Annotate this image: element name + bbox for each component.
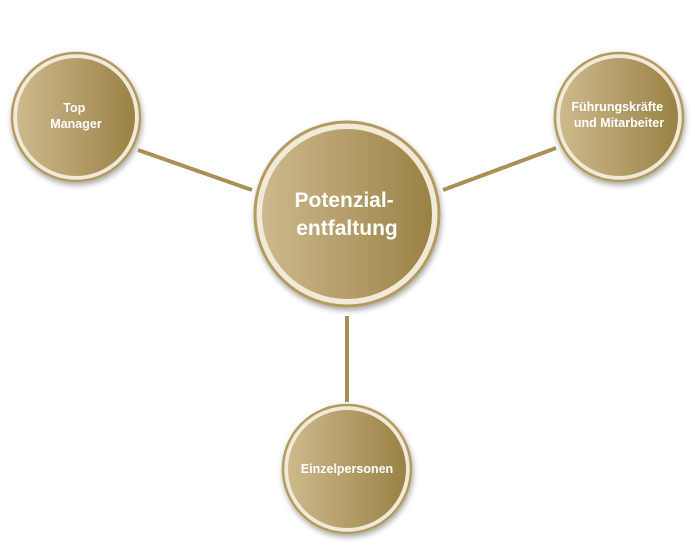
node-einzelpersonen-label: Einzelpersonen — [301, 462, 393, 476]
node-fuehrungskraefte-label: Führungskräfte und Mitarbeiter — [571, 100, 666, 130]
node-fuehrungskraefte — [553, 51, 685, 183]
node-top-manager-label: Top Manager — [50, 101, 102, 131]
connector-fuehrungskraefte — [442, 146, 557, 192]
node-top-manager — [10, 51, 142, 183]
connector-top-manager — [137, 148, 253, 192]
node-center — [253, 120, 441, 308]
center-label: Potenzial- entfaltung — [294, 189, 399, 240]
node-einzelpersonen — [281, 403, 413, 535]
